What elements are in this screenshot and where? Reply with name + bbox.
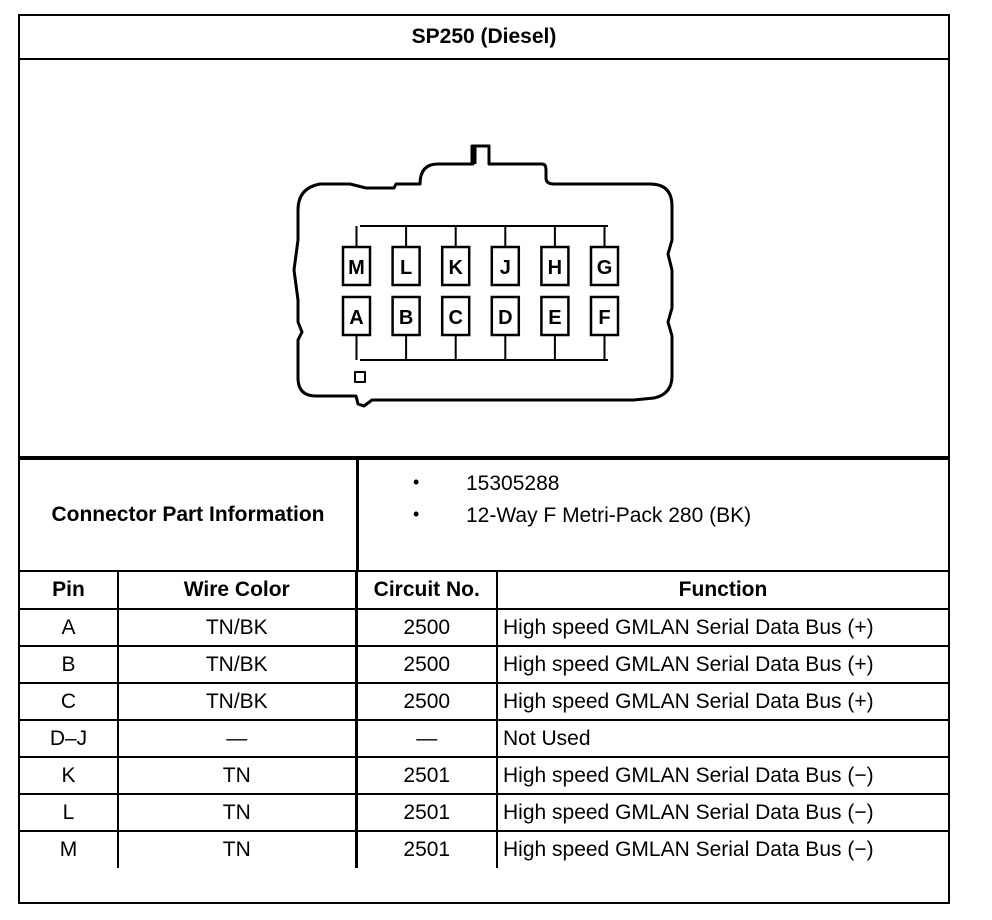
connector-housing-outline: [292, 144, 674, 408]
pin-label: H: [548, 257, 562, 279]
pin-cell: M: [20, 830, 119, 868]
table-row: M TN 2501 High speed GMLAN Serial Data B…: [20, 830, 948, 868]
part-number-item: • 15305288: [359, 472, 948, 502]
wire-color-cell: TN/BK: [117, 608, 357, 647]
function-cell: High speed GMLAN Serial Data Bus (−): [496, 756, 948, 795]
pin-cell: K: [20, 756, 119, 795]
connector-type: 12-Way F Metri-Pack 280 (BK): [466, 504, 752, 527]
function-cell: High speed GMLAN Serial Data Bus (−): [496, 830, 948, 868]
connector-type-item: • 12-Way F Metri-Pack 280 (BK): [359, 504, 948, 534]
pin-cavity-a: [341, 295, 372, 337]
pin-cavity-e: [540, 295, 570, 337]
circuit-cell: 2501: [354, 793, 498, 832]
circuit-cell: 2500: [354, 645, 498, 684]
pin-cavity-g: [589, 245, 620, 287]
table-row: L TN 2501 High speed GMLAN Serial Data B…: [20, 793, 948, 832]
circuit-cell: —: [354, 719, 498, 758]
table-row: A TN/BK 2500 High speed GMLAN Serial Dat…: [20, 608, 948, 647]
wire-color-cell: TN: [117, 793, 357, 832]
wire-color-cell: TN/BK: [117, 682, 357, 721]
pin-cavity-j: [490, 245, 521, 287]
pin-label: B: [399, 307, 413, 329]
pin-cavity-b: [391, 295, 421, 337]
pin-cavity-h: [540, 245, 570, 287]
page-title: SP250 (Diesel): [20, 16, 948, 60]
connector-diagram: M L K J H G A B C D E F: [20, 60, 948, 456]
pin-cavity-c: [440, 295, 471, 337]
function-cell: High speed GMLAN Serial Data Bus (+): [496, 682, 948, 721]
info-divider: [356, 460, 359, 570]
connector-face-drawing: M L K J H G A B C D E F: [292, 144, 674, 408]
pin-label: K: [448, 257, 463, 279]
wire-color-cell: —: [117, 719, 357, 758]
wire-color-cell: TN: [117, 756, 357, 795]
table-row: C TN/BK 2500 High speed GMLAN Serial Dat…: [20, 682, 948, 721]
header-circuit-no: Circuit No.: [354, 572, 498, 610]
pin-label: D: [498, 307, 512, 329]
function-cell: Not Used: [496, 719, 948, 758]
pin-cavity-d: [490, 295, 521, 337]
table-row: D–J — — Not Used: [20, 719, 948, 758]
connector-info-list: • 15305288 • 12-Way F Metri-Pack 280 (BK…: [359, 460, 948, 570]
pin-label: F: [598, 307, 610, 329]
index-marker-square: [354, 371, 366, 383]
circuit-cell: 2500: [354, 682, 498, 721]
pin-cell: A: [20, 608, 119, 647]
header-function: Function: [496, 572, 948, 610]
pin-cell: C: [20, 682, 119, 721]
pin-label: E: [548, 307, 561, 329]
table-row: B TN/BK 2500 High speed GMLAN Serial Dat…: [20, 645, 948, 684]
part-number: 15305288: [466, 472, 560, 495]
function-cell: High speed GMLAN Serial Data Bus (+): [496, 608, 948, 647]
header-wire-color: Wire Color: [117, 572, 357, 610]
pin-label: C: [448, 307, 462, 329]
table-row: K TN 2501 High speed GMLAN Serial Data B…: [20, 756, 948, 795]
header-pin: Pin: [20, 572, 119, 610]
pin-label: G: [597, 257, 613, 279]
pin-label: L: [400, 257, 412, 279]
pin-label: J: [500, 257, 511, 279]
connector-part-information: Connector Part Information • 15305288 • …: [20, 456, 948, 572]
wire-color-cell: TN/BK: [117, 645, 357, 684]
wire-color-cell: TN: [117, 830, 357, 868]
function-cell: High speed GMLAN Serial Data Bus (−): [496, 793, 948, 832]
pin-cell: D–J: [20, 719, 119, 758]
pin-cavity-f: [589, 295, 620, 337]
pin-cavity-l: [391, 245, 421, 287]
pin-cell: B: [20, 645, 119, 684]
pin-cavity-m: [341, 245, 372, 287]
pin-label: M: [348, 257, 365, 279]
function-cell: High speed GMLAN Serial Data Bus (+): [496, 645, 948, 684]
connector-info-label: Connector Part Information: [51, 503, 325, 526]
connector-latch: [473, 144, 491, 164]
circuit-cell: 2501: [354, 830, 498, 868]
circuit-cell: 2500: [354, 608, 498, 647]
pin-label: A: [349, 307, 363, 329]
bullet-icon: •: [413, 472, 420, 492]
table-header-row: Pin Wire Color Circuit No. Function: [20, 572, 948, 610]
circuit-cell: 2501: [354, 756, 498, 795]
bullet-icon: •: [413, 504, 420, 524]
pin-cavity-k: [440, 245, 471, 287]
pinout-table: Pin Wire Color Circuit No. Function A TN…: [20, 572, 948, 868]
pin-cell: L: [20, 793, 119, 832]
